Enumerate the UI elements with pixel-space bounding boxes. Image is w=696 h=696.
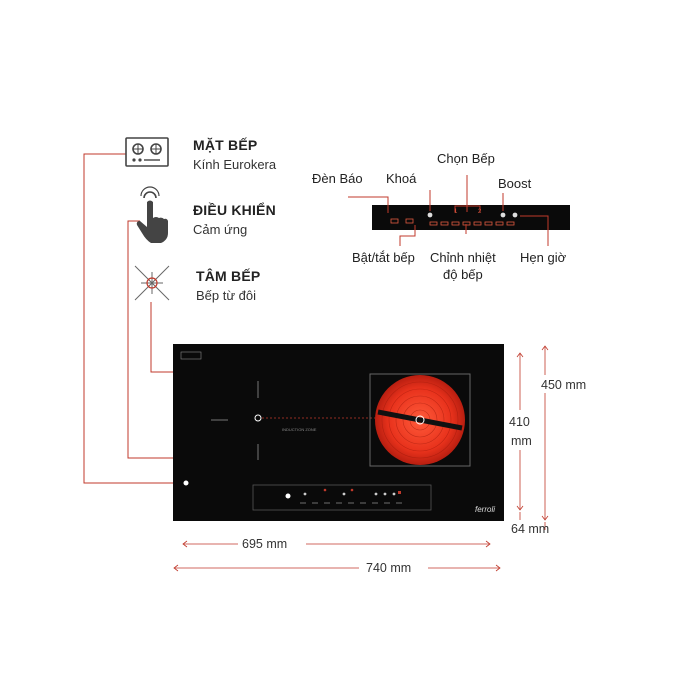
label-temp-line2: độ bếp <box>443 267 483 282</box>
label-indicator: Đèn Báo <box>312 171 363 186</box>
feature-title-center: TÂM BẾP <box>196 268 261 284</box>
burner-center-icon <box>134 265 170 301</box>
left-zone-center <box>254 414 262 422</box>
ferroli-logo: ferroli <box>475 505 496 514</box>
coil-rings <box>381 381 459 459</box>
feature-subtitle-center: Bếp từ đôi <box>196 288 257 303</box>
right-zone-center <box>415 415 425 425</box>
leader-glass <box>83 153 186 484</box>
label-temp-line1: Chỉnh nhiệt <box>430 250 496 265</box>
dim-total-width: 740 mm <box>366 561 412 575</box>
timer-key <box>512 212 518 218</box>
svg-text:INDUCTION ZONE: INDUCTION ZONE <box>282 427 317 432</box>
gas-hob-icon <box>125 137 169 167</box>
control-callout-lines <box>348 175 549 246</box>
boost-key <box>500 212 506 218</box>
label-timer: Hẹn giờ <box>520 250 567 265</box>
feature-subtitle-control: Cảm ứng <box>193 222 248 237</box>
right-zone-frame <box>369 373 471 467</box>
left-zone-markers <box>211 381 259 460</box>
svg-text:1: 1 <box>454 209 458 215</box>
touch-hand-icon <box>136 186 168 243</box>
feature-title-control: ĐIỀU KHIỂN <box>193 202 276 218</box>
dim-total-depth: 450 mm <box>541 378 587 392</box>
label-power: Bật/tắt bếp <box>352 250 415 265</box>
dim-height: 64 mm <box>511 522 550 536</box>
label-select-zone: Chọn Bếp <box>437 151 495 166</box>
glass-marker <box>183 480 189 486</box>
feature-title-glass: MẶT BẾP <box>193 137 258 153</box>
dim-cutout-depth-unit: mm <box>511 434 532 448</box>
cooktop-glass: INDUCTION ZONE <box>173 344 504 521</box>
control-marker <box>285 493 291 499</box>
control-keys <box>390 218 515 226</box>
dim-cutout-depth-value: 410 <box>509 415 530 429</box>
lock-key <box>427 212 433 218</box>
eurokera-logo <box>180 351 202 360</box>
cooktop-control-area <box>252 484 432 511</box>
label-boost: Boost <box>498 176 532 191</box>
dim-cutout-width: 695 mm <box>242 537 288 551</box>
dimension-lines <box>173 345 549 572</box>
control-panel-strip: 1 2 <box>372 205 570 230</box>
feature-subtitle-glass: Kính Eurokera <box>193 157 277 172</box>
label-lock: Khoá <box>386 171 417 186</box>
